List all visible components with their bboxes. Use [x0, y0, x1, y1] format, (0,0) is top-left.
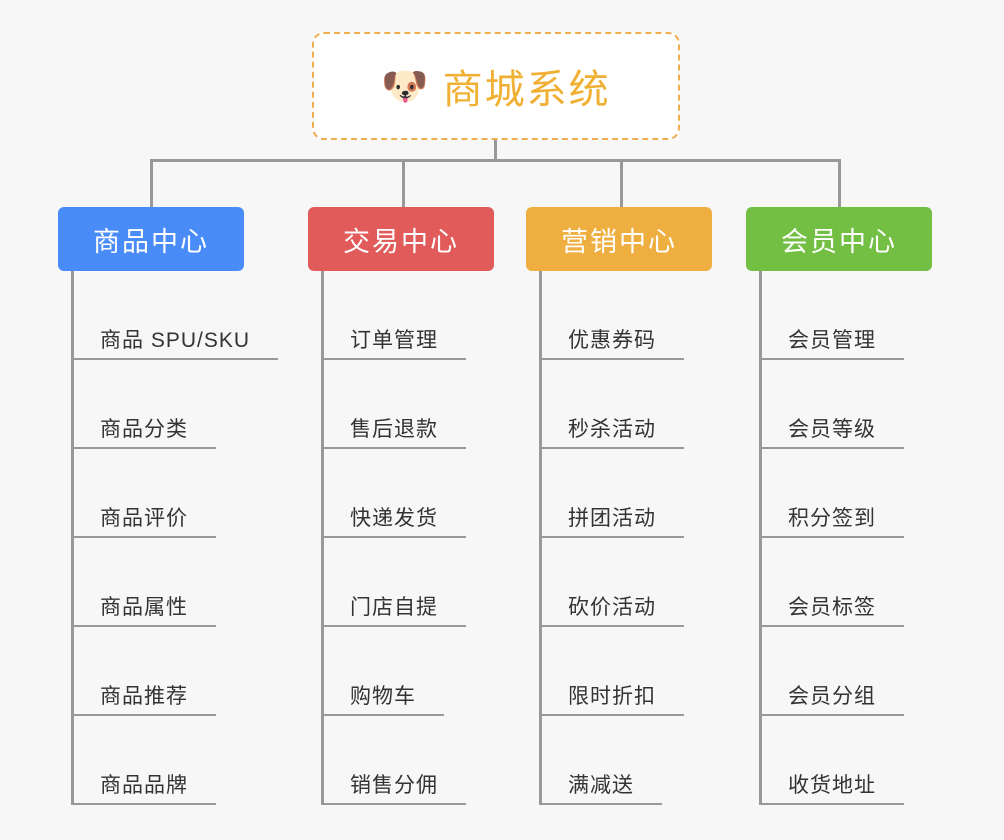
leaf-item[interactable]: 会员管理: [760, 271, 904, 360]
leaf-list-trade-center: 订单管理 售后退款 快递发货 门店自提 购物车 销售分佣: [308, 271, 494, 805]
leaf-item[interactable]: 砍价活动: [540, 538, 684, 627]
leaf-item[interactable]: 商品 SPU/SKU: [72, 271, 279, 360]
leaf-item[interactable]: 优惠券码: [540, 271, 684, 360]
leaf-item[interactable]: 会员等级: [760, 360, 904, 449]
leaf-item[interactable]: 售后退款: [322, 360, 466, 449]
leaf-item[interactable]: 限时折扣: [540, 627, 684, 716]
category-title: 商品中心: [93, 226, 209, 257]
root-node-title: 商城系统: [442, 68, 611, 112]
leaf-item[interactable]: 快递发货: [322, 449, 466, 538]
column-marketing-center: 营销中心 优惠券码 秒杀活动 拼团活动 砍价活动 限时折扣 满减送: [526, 207, 712, 805]
connector-horizontal-bus: [150, 159, 840, 162]
category-box-product-center[interactable]: 商品中心: [58, 207, 244, 271]
leaf-item[interactable]: 秒杀活动: [540, 360, 684, 449]
leaf-item[interactable]: 商品分类: [72, 360, 216, 449]
root-node-mall-system[interactable]: 🐶 商城系统: [312, 32, 680, 140]
connector-drop-member-center: [838, 159, 841, 207]
leaf-item[interactable]: 商品品牌: [72, 716, 216, 805]
connector-spine: [71, 271, 74, 805]
category-title: 会员中心: [781, 226, 897, 257]
leaf-item[interactable]: 销售分佣: [322, 716, 466, 805]
leaf-item[interactable]: 收货地址: [760, 716, 904, 805]
category-box-marketing-center[interactable]: 营销中心: [526, 207, 712, 271]
leaf-item[interactable]: 购物车: [322, 627, 444, 716]
connector-root-stem: [494, 140, 497, 161]
leaf-item[interactable]: 商品属性: [72, 538, 216, 627]
leaf-item[interactable]: 拼团活动: [540, 449, 684, 538]
leaf-list-member-center: 会员管理 会员等级 积分签到 会员标签 会员分组 收货地址: [746, 271, 932, 805]
connector-drop-marketing-center: [620, 159, 623, 207]
column-product-center: 商品中心 商品 SPU/SKU 商品分类 商品评价 商品属性 商品推荐 商品品牌: [58, 207, 279, 805]
column-trade-center: 交易中心 订单管理 售后退款 快递发货 门店自提 购物车 销售分佣: [308, 207, 494, 805]
leaf-item[interactable]: 会员分组: [760, 627, 904, 716]
connector-drop-product-center: [150, 159, 153, 207]
connector-spine: [759, 271, 762, 805]
leaf-item[interactable]: 订单管理: [322, 271, 466, 360]
category-box-trade-center[interactable]: 交易中心: [308, 207, 494, 271]
leaf-list-marketing-center: 优惠券码 秒杀活动 拼团活动 砍价活动 限时折扣 满减送: [526, 271, 712, 805]
connector-spine: [539, 271, 542, 805]
leaf-item[interactable]: 会员标签: [760, 538, 904, 627]
leaf-item[interactable]: 满减送: [540, 716, 662, 805]
connector-spine: [321, 271, 324, 805]
leaf-item[interactable]: 商品评价: [72, 449, 216, 538]
leaf-item[interactable]: 商品推荐: [72, 627, 216, 716]
category-box-member-center[interactable]: 会员中心: [746, 207, 932, 271]
category-title: 营销中心: [561, 226, 677, 257]
connector-drop-trade-center: [402, 159, 405, 207]
leaf-list-product-center: 商品 SPU/SKU 商品分类 商品评价 商品属性 商品推荐 商品品牌: [58, 271, 279, 805]
dog-face-icon: 🐶: [381, 64, 429, 108]
column-member-center: 会员中心 会员管理 会员等级 积分签到 会员标签 会员分组 收货地址: [746, 207, 932, 805]
leaf-item[interactable]: 积分签到: [760, 449, 904, 538]
leaf-item[interactable]: 门店自提: [322, 538, 466, 627]
category-title: 交易中心: [343, 226, 459, 257]
